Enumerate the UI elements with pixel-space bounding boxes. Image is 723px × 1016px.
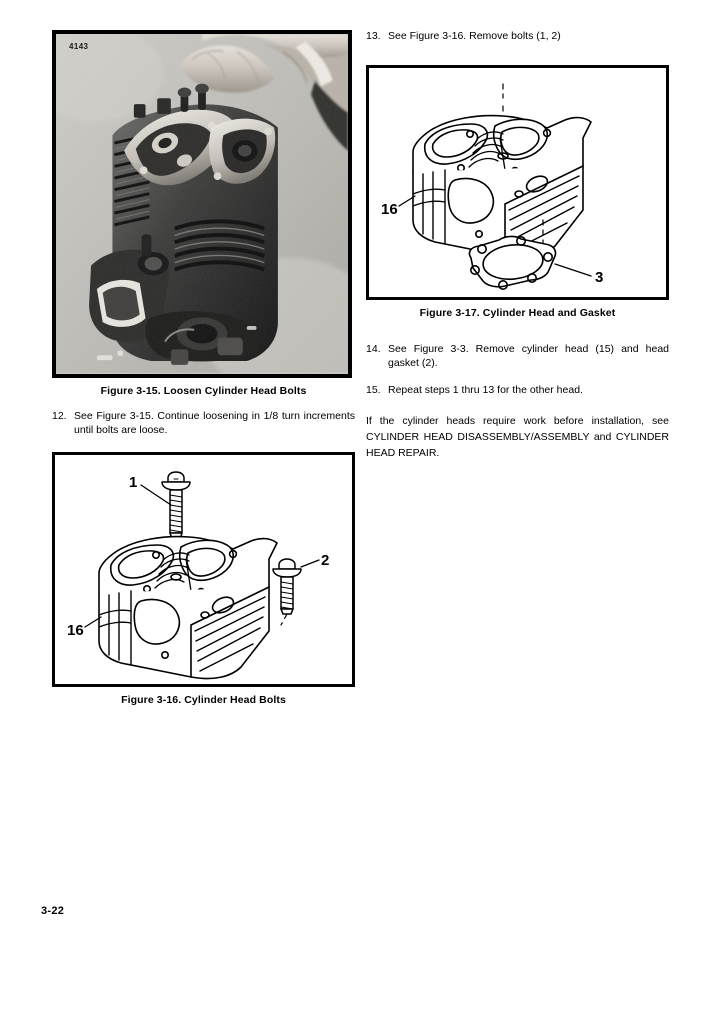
step-14: 14. See Figure 3-3. Remove cylinder head… [366, 343, 669, 371]
step-15-number: 15. [366, 383, 381, 396]
left-column: 4143 [52, 30, 355, 706]
step-13: 13. See Figure 3-16. Remove bolts (1, 2) [366, 30, 669, 44]
page-number: 3-22 [41, 905, 65, 917]
figure-3-15-photo-frame: 4143 [52, 30, 352, 378]
closing-paragraph: If the cylinder heads require work befor… [366, 415, 669, 459]
engine-photograph [56, 34, 348, 373]
figure-3-16-frame: 1 2 [52, 451, 355, 687]
step-12-number: 12. [52, 410, 67, 422]
step-12: 12. See Figure 3-15. Continue loosening … [52, 410, 355, 438]
step-14-number: 14. [366, 342, 381, 355]
step-14-text: See Figure 3-3. Remove cylinder head (15… [388, 342, 669, 369]
step-13-number: 13. [366, 30, 381, 42]
step-12-text: See Figure 3-15. Continue loosening in 1… [74, 410, 355, 436]
photo-id-label: 4143 [69, 42, 89, 51]
figure-3-17-caption: Figure 3-17. Cylinder Head and Gasket [419, 306, 616, 319]
figure-3-17-frame: 16 [366, 64, 669, 300]
callout-3: 3 [595, 269, 603, 286]
step-15: 15. Repeat steps 1 thru 13 for the other… [366, 384, 669, 398]
callout-16: 16 [67, 622, 84, 639]
figure-3-15-caption: Figure 3-15. Loosen Cylinder Head Bolts [100, 385, 307, 397]
step-15-text: Repeat steps 1 thru 13 for the other hea… [388, 383, 583, 396]
right-column: 13. See Figure 3-16. Remove bolts (1, 2) [366, 30, 669, 462]
cylinder-head-and-gasket-drawing: 16 [381, 83, 603, 290]
callout-1: 1 [129, 474, 137, 491]
callout-2: 2 [321, 552, 329, 569]
callout-16: 16 [381, 201, 398, 218]
cylinder-head-bolts-drawing: 1 2 [67, 470, 329, 680]
step-13-text: See Figure 3-16. Remove bolts (1, 2) [388, 30, 561, 42]
figure-3-16-caption: Figure 3-16. Cylinder Head Bolts [121, 693, 286, 706]
